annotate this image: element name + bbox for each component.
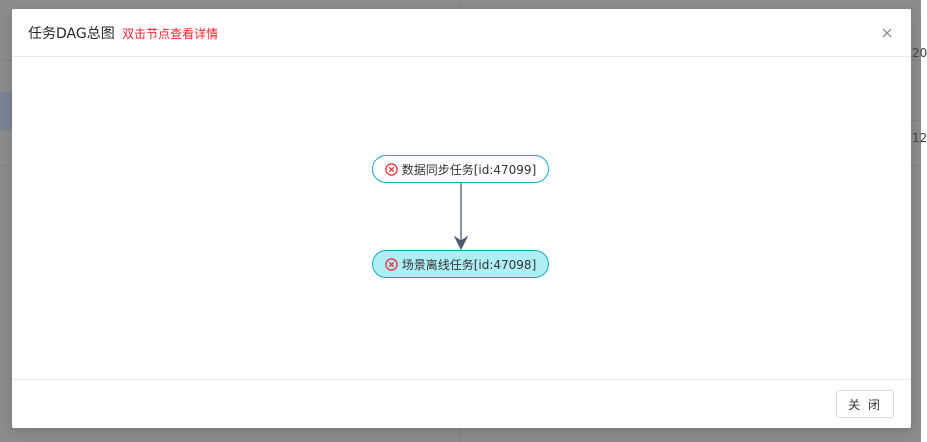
dag-edge bbox=[453, 183, 469, 251]
modal-hint-text: 双击节点查看详情 bbox=[122, 27, 219, 41]
dag-node-label: 场景离线任务[id:47098] bbox=[401, 257, 537, 272]
close-button[interactable]: 关 闭 bbox=[836, 390, 894, 418]
error-circle-icon bbox=[385, 257, 398, 271]
modal-title-text: 任务DAG总图 bbox=[28, 26, 115, 42]
dag-modal: 任务DAG总图 双击节点查看详情 数据同步任务[id:47099] bbox=[12, 9, 911, 428]
background-text: 12 bbox=[912, 131, 927, 145]
dag-edges bbox=[453, 183, 469, 251]
error-circle-icon bbox=[385, 162, 398, 176]
background-text: 20 bbox=[912, 46, 927, 60]
dag-canvas: 数据同步任务[id:47099] 场景离线任务[id:47098] bbox=[12, 57, 911, 379]
modal-title: 任务DAG总图 双击节点查看详情 bbox=[28, 23, 218, 43]
dag-node-scene-offline[interactable]: 场景离线任务[id:47098] bbox=[372, 250, 549, 278]
dag-node-label: 数据同步任务[id:47099] bbox=[401, 162, 537, 177]
close-icon[interactable] bbox=[880, 25, 894, 39]
modal-footer: 关 闭 bbox=[12, 379, 911, 429]
background-selected-row bbox=[0, 92, 12, 130]
modal-header: 任务DAG总图 双击节点查看详情 bbox=[12, 9, 911, 57]
dag-node-data-sync[interactable]: 数据同步任务[id:47099] bbox=[372, 155, 549, 183]
